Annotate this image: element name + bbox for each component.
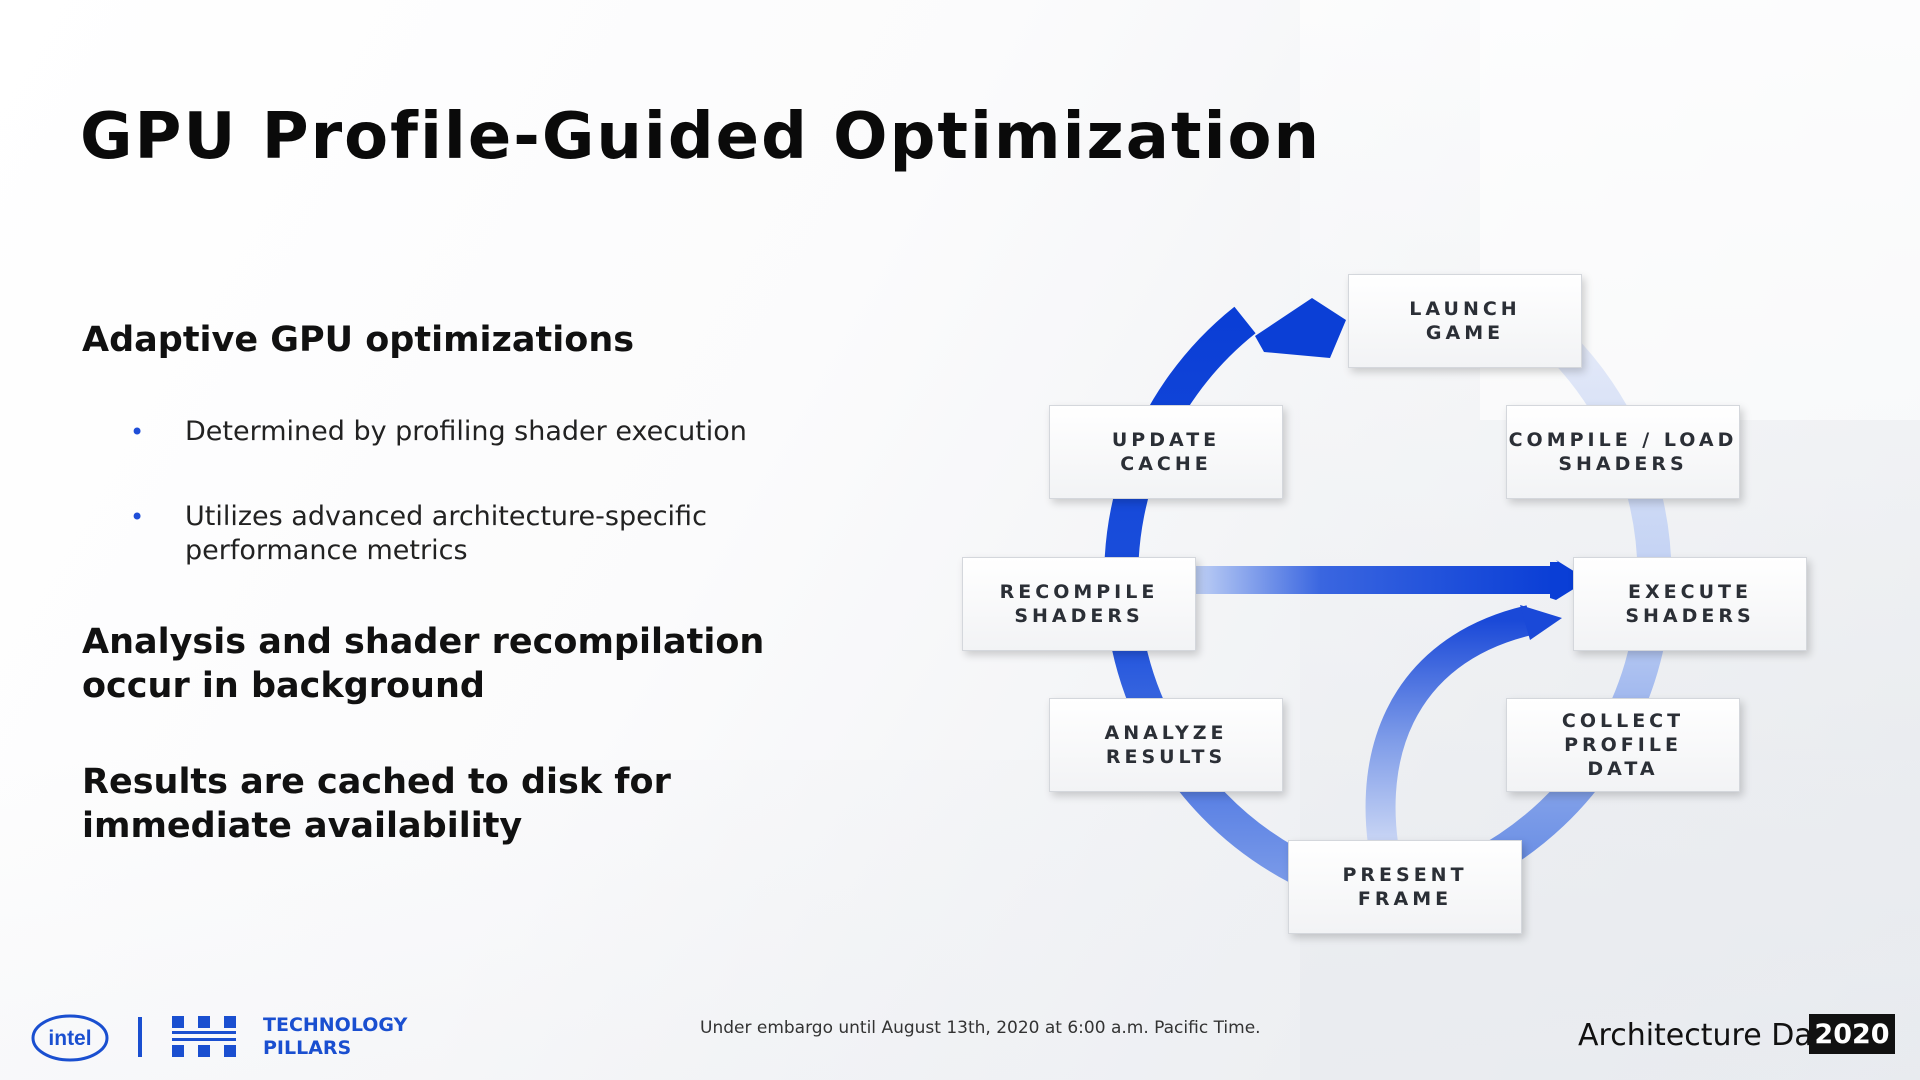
technology-pillars-icon [172,1016,236,1057]
pillars-line-2: PILLARS [263,1037,352,1059]
arrow-head-launch [1255,298,1346,358]
heading-results: Results are cached to disk for immediate… [82,762,671,846]
inner-arc-present-to-execute [1365,605,1534,884]
box-analyze-results: ANALYZE RESULTS [1049,698,1283,792]
intel-logo: intel [31,1014,109,1062]
box-update-cache: UPDATE CACHE [1049,405,1283,499]
box-present-frame: PRESENT FRAME [1288,840,1522,934]
arrow-head-execute [1550,560,1588,600]
technology-pillars-label: TECHNOLOGY PILLARS [263,1014,407,1060]
footer-divider [138,1017,142,1057]
bullet-dot-icon: • [130,418,145,446]
slide-title: GPU Profile-Guided Optimization [80,100,1322,174]
box-recompile-shaders: RECOMPILE SHADERS [962,557,1196,651]
embargo-notice: Under embargo until August 13th, 2020 at… [700,1018,1261,1038]
pillars-line-1: TECHNOLOGY [263,1014,408,1036]
heading-analysis: Analysis and shader recompilation occur … [82,622,765,706]
arrow-head-inner [1520,605,1562,640]
bullet-text: Determined by profiling shader execution [185,416,747,447]
event-year-badge: 2020 [1809,1014,1895,1054]
heading-adaptive: Adaptive GPU optimizations [82,320,635,360]
arrow-recompile-to-execute [1195,566,1555,594]
box-collect-profile-data: COLLECT PROFILE DATA [1506,698,1740,792]
box-execute-shaders: EXECUTE SHADERS [1573,557,1807,651]
box-launch-game: LAUNCH GAME [1348,274,1582,368]
bullet-dot-icon: • [130,503,145,531]
box-compile-load-shaders: COMPILE / LOAD SHADERS [1506,405,1740,499]
bullet-text: Utilizes advanced architecture-specific … [185,501,707,566]
event-name: Architecture Day [1578,1018,1831,1053]
svg-text:intel: intel [48,1027,91,1050]
